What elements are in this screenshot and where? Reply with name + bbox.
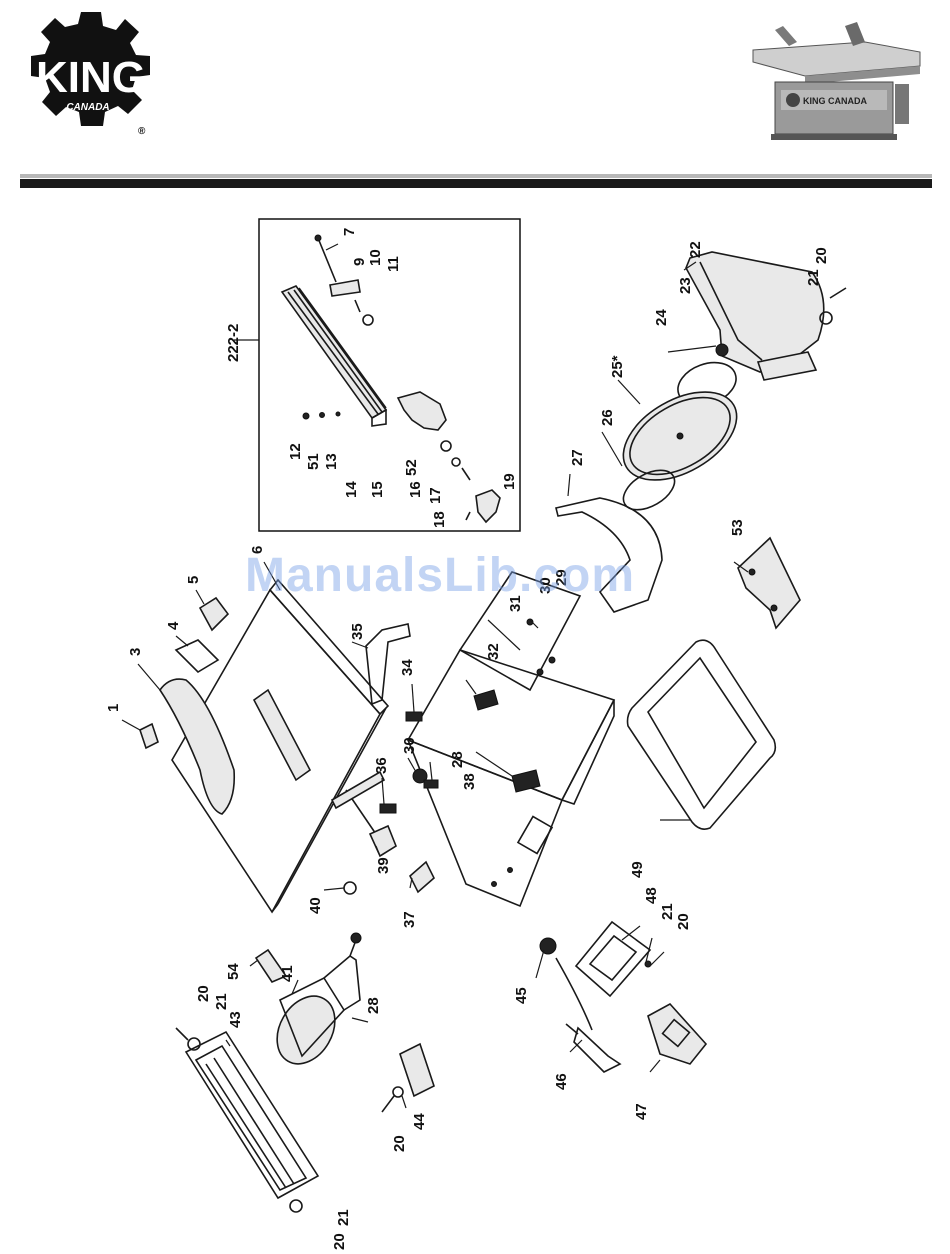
motor bbox=[265, 933, 361, 1074]
callout-20-left: 20 bbox=[195, 985, 212, 1002]
callout-35: 35 bbox=[349, 623, 366, 640]
locking-knob bbox=[200, 598, 228, 630]
callout-15: 15 bbox=[369, 481, 386, 498]
callout-28-low: 28 bbox=[365, 997, 382, 1014]
callout-46: 46 bbox=[553, 1073, 570, 1090]
pump-pad bbox=[512, 770, 540, 792]
callout-47: 47 bbox=[633, 1103, 650, 1120]
callout-37: 37 bbox=[401, 911, 418, 928]
callout-32: 32 bbox=[485, 643, 502, 660]
registered-mark: ® bbox=[138, 126, 146, 137]
callout-40: 40 bbox=[307, 897, 324, 914]
shaft-lock bbox=[474, 690, 498, 710]
callout-12: 12 bbox=[287, 443, 304, 460]
table-handle bbox=[160, 679, 234, 814]
rip-fence-rail bbox=[282, 286, 386, 426]
callout-20-mid: 20 bbox=[675, 913, 692, 930]
motor-housing bbox=[408, 572, 614, 906]
handle-clip bbox=[140, 724, 158, 748]
callout-34: 34 bbox=[399, 659, 416, 676]
switch-mount bbox=[576, 922, 650, 996]
callout-26: 26 bbox=[599, 409, 616, 426]
callout-21-bottom: 21 bbox=[335, 1209, 352, 1226]
callout-38: 38 bbox=[461, 773, 478, 790]
power-cord bbox=[574, 1028, 620, 1072]
callout-53: 53 bbox=[729, 519, 746, 536]
callout-36: 36 bbox=[373, 757, 390, 774]
logo-sub: CANADA bbox=[66, 102, 109, 113]
exploded-parts-diagram: 1 3 4 5 6 7 9 10 11 12 51 13 14 15 52 16… bbox=[0, 195, 950, 1250]
callout-18: 18 bbox=[431, 511, 448, 528]
header-rule-thick bbox=[20, 179, 932, 188]
bolt-34 bbox=[406, 712, 422, 721]
callout-44: 44 bbox=[411, 1113, 428, 1130]
callout-4: 4 bbox=[165, 621, 182, 630]
callout-51: 51 bbox=[305, 453, 322, 470]
callout-13: 13 bbox=[323, 453, 340, 470]
callout-14: 14 bbox=[343, 481, 360, 498]
motor-bracket bbox=[400, 1044, 434, 1096]
callout-19: 19 bbox=[501, 473, 518, 490]
watermark: ManualsLib.com bbox=[245, 548, 635, 603]
callout-21-top: 21 bbox=[805, 269, 822, 286]
callout-28-mid: 28 bbox=[449, 751, 466, 768]
power-switch bbox=[648, 1004, 706, 1064]
leader-lines bbox=[122, 244, 748, 1108]
callout-9: 9 bbox=[351, 258, 368, 266]
cord-grommet bbox=[540, 938, 556, 954]
callout-20-top: 20 bbox=[813, 247, 830, 264]
callout-39: 39 bbox=[375, 857, 392, 874]
callout-30-mid: 30 bbox=[401, 737, 418, 754]
king-canada-logo: KING CANADA ® bbox=[26, 12, 156, 148]
product-photo: KING CANADA bbox=[745, 12, 925, 144]
callout-11: 11 bbox=[385, 256, 402, 272]
bracket bbox=[410, 862, 434, 892]
callout-48: 48 bbox=[643, 887, 660, 904]
callout-49: 49 bbox=[629, 861, 646, 878]
callout-21-left: 21 bbox=[213, 993, 230, 1010]
blade-guard bbox=[686, 252, 824, 380]
callout-20-low: 20 bbox=[391, 1135, 408, 1152]
callout-25: 25* bbox=[609, 355, 626, 378]
logo-word: KING bbox=[36, 53, 146, 102]
callout-24: 24 bbox=[653, 309, 670, 326]
callout-45: 45 bbox=[513, 987, 530, 1004]
callout-54: 54 bbox=[225, 963, 242, 980]
callout-27: 27 bbox=[569, 449, 586, 466]
water-tray bbox=[628, 640, 776, 829]
callout-23: 23 bbox=[677, 277, 694, 294]
callout-22: 22 bbox=[687, 241, 704, 258]
callout-43: 43 bbox=[227, 1011, 244, 1028]
callout-3: 3 bbox=[127, 648, 144, 656]
callout-17: 17 bbox=[427, 487, 444, 504]
photo-label: KING CANADA bbox=[803, 96, 867, 106]
header-rule-thin bbox=[20, 174, 932, 178]
callout-52: 52 bbox=[403, 459, 420, 476]
mounting-plate bbox=[738, 538, 800, 628]
callout-41: 41 bbox=[279, 965, 296, 982]
callout-5: 5 bbox=[185, 576, 202, 584]
callout-7: 7 bbox=[341, 228, 358, 236]
callout-10: 10 bbox=[367, 249, 384, 266]
callout-20-bottom: 20 bbox=[331, 1233, 348, 1250]
callout-222-2: 222-2 bbox=[225, 324, 242, 362]
callout-16: 16 bbox=[407, 481, 424, 498]
callout-21-mid: 21 bbox=[659, 903, 676, 920]
callout-1: 1 bbox=[105, 704, 122, 712]
